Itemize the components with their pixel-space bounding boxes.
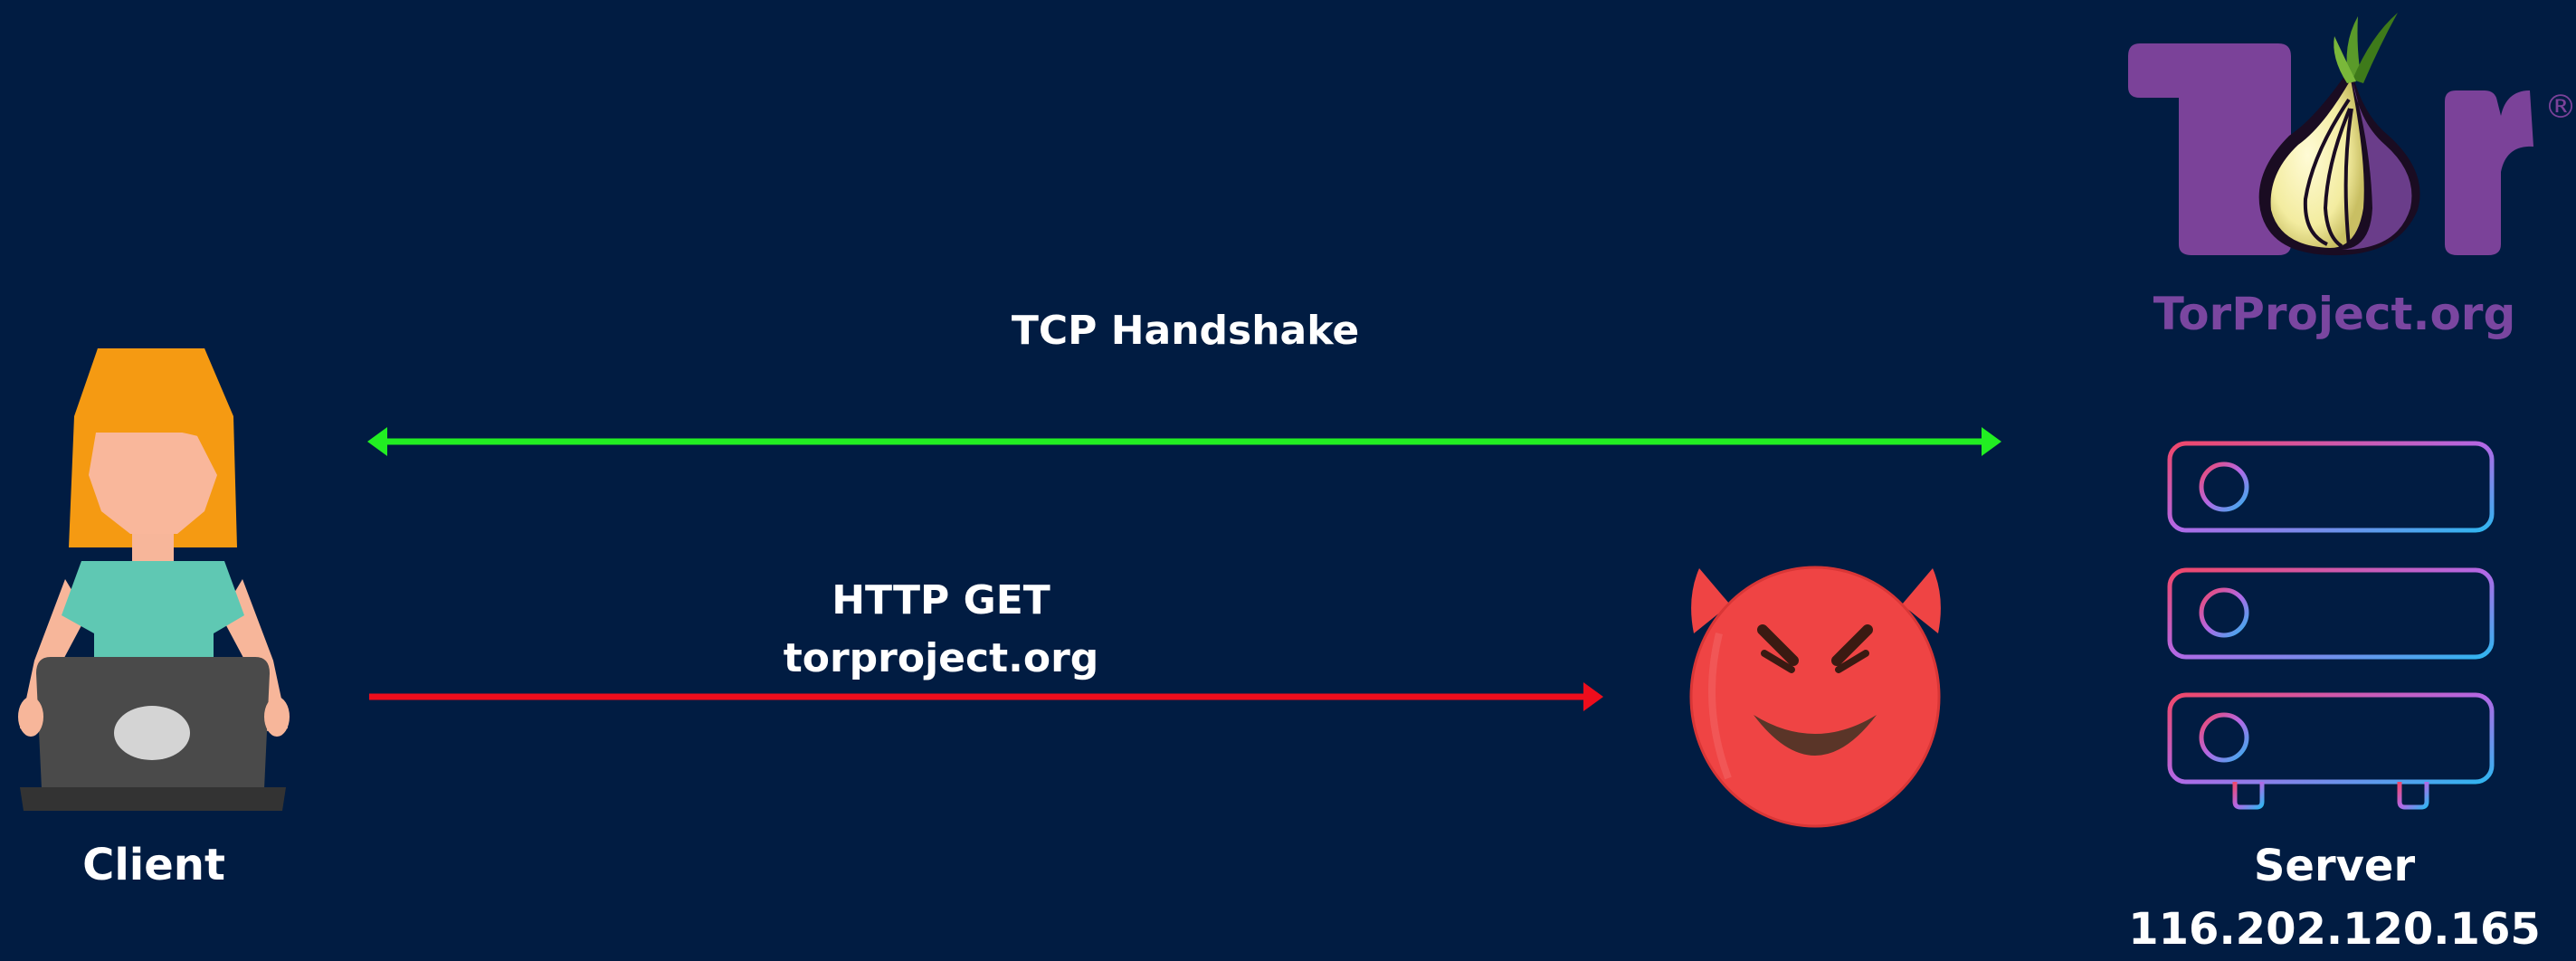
client-person-laptop-icon [18,348,290,811]
http-request-label: HTTP GET torproject.org [706,572,1176,688]
server-label: Server [2253,841,2416,891]
tor-registered-mark: ® [2544,89,2576,126]
tor-onion-icon [2258,13,2420,256]
tor-project-url: TorProject.org [2153,288,2516,340]
tcp-handshake-label: TCP Handshake [1011,308,1360,354]
tor-logo-letter-t [2128,43,2291,255]
server-rack-icon [2167,441,2495,810]
http-request-arrow [369,682,1603,711]
tcp-handshake-arrow [367,427,2001,456]
attacker-devil-face-icon [1689,566,1941,828]
tor-logo: ® [2128,13,2576,256]
server-ip-address: 116.202.120.165 [2128,904,2541,955]
http-method-line: HTTP GET [832,577,1050,623]
tor-logo-letter-r [2445,90,2533,255]
http-host-line: torproject.org [783,635,1099,681]
server-label-block: Server 116.202.120.165 [2072,834,2576,961]
client-label: Client [82,840,225,890]
